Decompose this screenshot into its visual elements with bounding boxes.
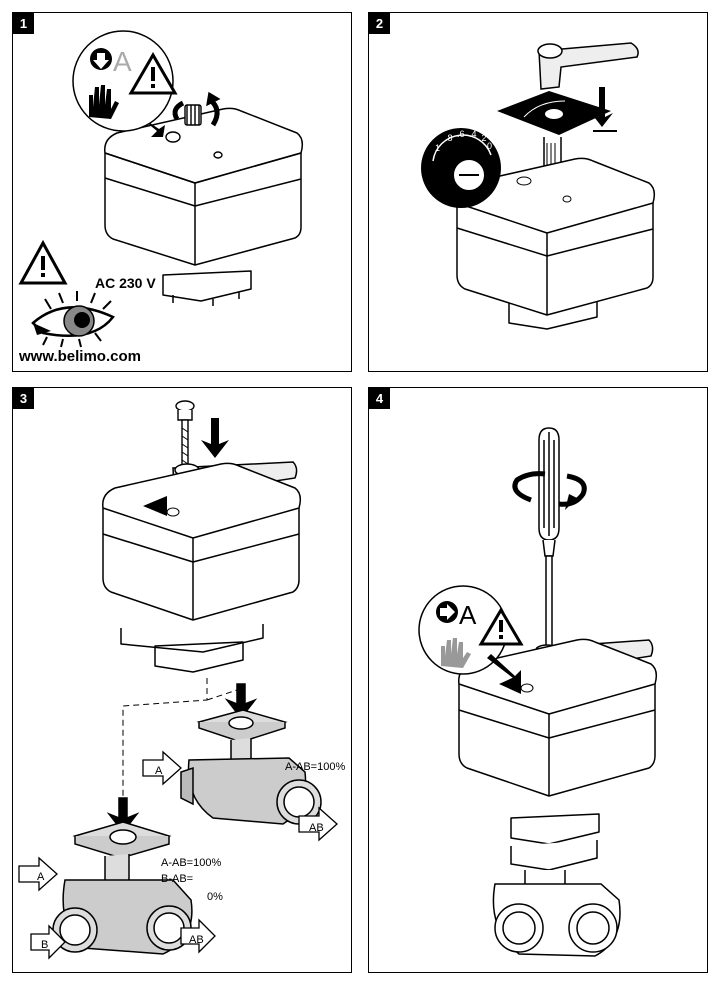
flow-rate-3way-b-value: 0% [207, 891, 223, 903]
flow-rate-2way: A-AB=100% [285, 761, 345, 773]
website-label: www.belimo.com [19, 348, 141, 365]
scale-label-04: .4 [469, 129, 477, 139]
port-a-label-3way: A [37, 871, 45, 883]
port-b-label: B [41, 939, 48, 951]
step-panel-1: 1 [12, 12, 352, 372]
warning-triangle-icon [18, 239, 68, 285]
step-number-badge: 3 [13, 388, 34, 409]
scale-label-08: .8 [445, 133, 453, 143]
flow-rate-3way-a: A-AB=100% [161, 857, 221, 869]
step-number-badge: 4 [369, 388, 390, 409]
port-a-label: A [155, 765, 163, 777]
flow-rate-3way-b: B-AB= [161, 873, 193, 885]
actuator-illustration: A [18, 30, 304, 348]
port-ab-label: AB [309, 822, 324, 834]
scale-label-0: 0 [487, 141, 492, 151]
screwdriver-icon [538, 427, 560, 647]
port-ab-label-3way: AB [189, 934, 204, 946]
mode-letter: A [459, 600, 477, 630]
mode-letter: A [113, 46, 132, 77]
step-number-badge: 2 [369, 13, 390, 34]
scale-label-06: .6 [457, 129, 465, 139]
scale-label-02: .2 [479, 133, 487, 143]
hand-icon [441, 638, 471, 668]
voltage-label: AC 230 V [95, 275, 156, 291]
step-panel-3: 3 [12, 387, 352, 973]
step-number-badge: 1 [13, 13, 34, 34]
eye-icon [31, 291, 115, 348]
hand-icon [89, 85, 119, 119]
valve-assembly-illustration: A AB A-AB=100% A B AB A-AB=100% B-AB= 0% [18, 400, 345, 960]
screwdriver-adjustment-illustration: A [418, 427, 658, 957]
step-panel-2: 2 [368, 12, 708, 372]
step-panel-4: 4 [368, 387, 708, 973]
scale-label-1: 1 [435, 143, 440, 153]
lever-mounting-illustration: 1 .8 .6 .4 .2 0 [421, 42, 656, 330]
